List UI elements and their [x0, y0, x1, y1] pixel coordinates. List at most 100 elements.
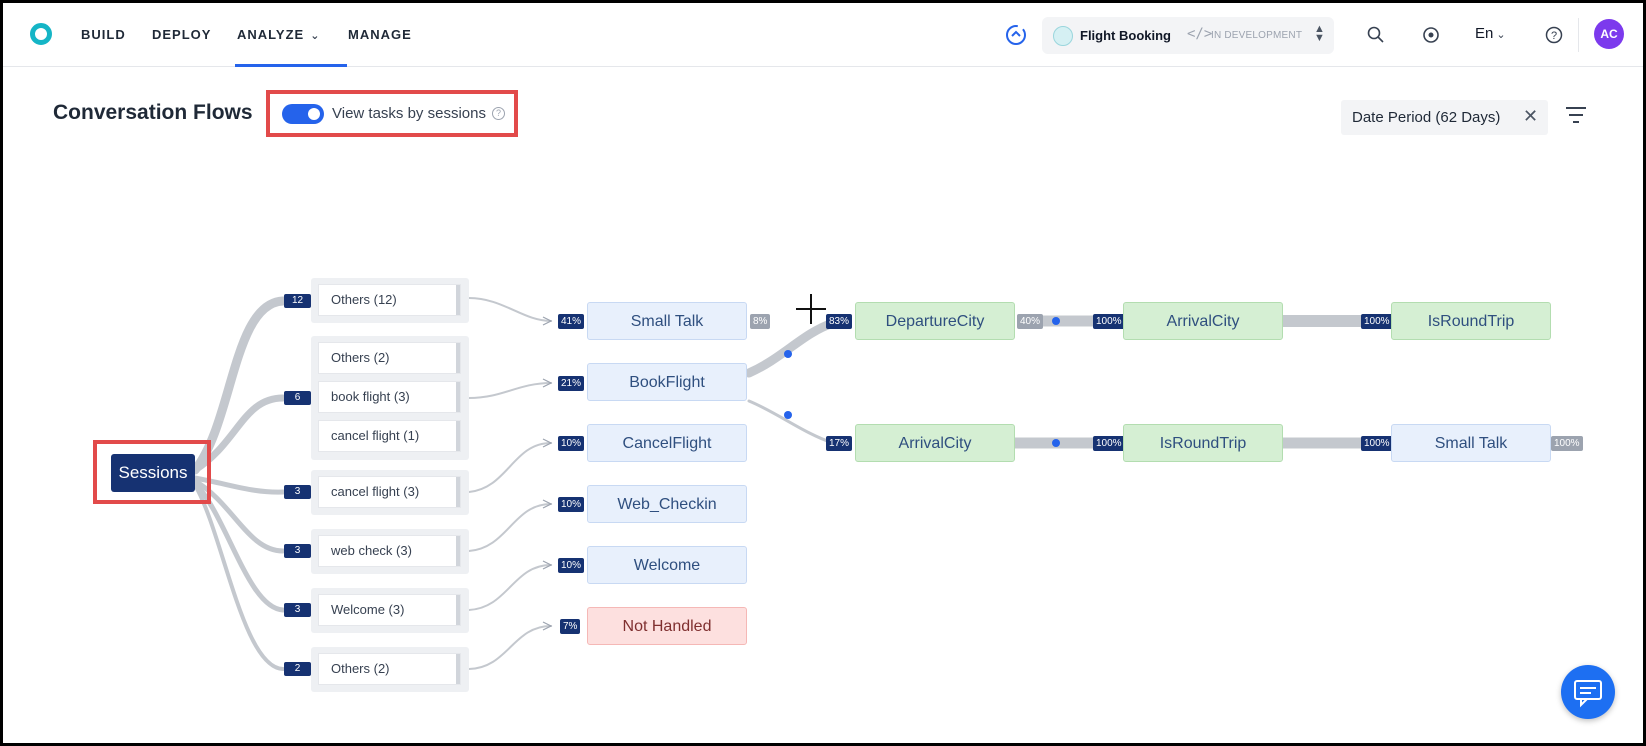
connector-sessions-group3: [192, 475, 286, 495]
intent-chip[interactable]: cancel flight (3): [319, 477, 460, 507]
language-selector[interactable]: En⌄: [1475, 25, 1506, 42]
task-node-welcome[interactable]: Welcome: [587, 546, 747, 584]
node-departurecity[interactable]: DepartureCity: [855, 302, 1015, 340]
publish-status-icon[interactable]: [1005, 24, 1027, 46]
date-period-label: Date Period (62 Days): [1352, 109, 1501, 126]
app-switcher[interactable]: Flight Booking </> IN DEVELOPMENT ▲▼: [1042, 17, 1334, 54]
intent-group-count: 3: [284, 485, 311, 499]
node-arrivalcity[interactable]: ArrivalCity: [1123, 302, 1283, 340]
connector-intent-nothandled: [468, 625, 552, 670]
chat-button[interactable]: [1561, 665, 1615, 719]
arrow-head-icon: [542, 378, 553, 388]
intent-group-count: 6: [284, 391, 311, 405]
flow-connectors: [190, 296, 1389, 671]
task-percent: 21%: [558, 376, 585, 391]
intent-group-count: 3: [284, 544, 311, 558]
arrow-head-icon: [542, 316, 553, 326]
connector-intent-welcome: [468, 564, 552, 611]
arrow-head-icon: [542, 560, 553, 570]
help-icon[interactable]: ?: [492, 107, 505, 120]
task-node-small-talk[interactable]: Small Talk: [587, 302, 747, 340]
path-dot[interactable]: [784, 350, 792, 358]
intent-chip[interactable]: web check (3): [319, 536, 460, 566]
svg-text:?: ?: [1551, 30, 1557, 42]
node-small-talk[interactable]: Small Talk: [1391, 424, 1551, 462]
path-dot[interactable]: [784, 411, 792, 419]
app-icon: [1053, 26, 1073, 46]
connector-intent-webcheckin: [468, 503, 552, 552]
node-isroundtrip-2[interactable]: IsRoundTrip: [1123, 424, 1283, 462]
connector-bookflight-arrival: [747, 399, 835, 445]
node-arrivalcity-2[interactable]: ArrivalCity: [855, 424, 1015, 462]
nav-analyze[interactable]: ANALYZE ⌄: [237, 27, 320, 42]
sessions-highlight: [93, 440, 211, 504]
intent-chip[interactable]: Welcome (3): [319, 595, 460, 625]
page-title: Conversation Flows: [53, 101, 253, 124]
arrow-head-icon: [542, 499, 553, 509]
connector-intent-smalltalk: [468, 297, 552, 322]
nav-manage[interactable]: MANAGE: [348, 27, 412, 42]
task-node-bookflight[interactable]: BookFlight: [587, 363, 747, 401]
avatar[interactable]: AC: [1594, 19, 1624, 49]
connector-intent-cancelflight: [468, 442, 552, 493]
view-by-sessions-toggle[interactable]: [282, 104, 324, 124]
task-node-cancelflight[interactable]: CancelFlight: [587, 424, 747, 462]
toggle-label: View tasks by sessions: [332, 105, 486, 122]
toggle-highlight: View tasks by sessions ?: [266, 90, 518, 137]
nav-deploy[interactable]: DEPLOY: [152, 27, 212, 42]
node-exit-percent: 100%: [1551, 436, 1583, 451]
sessions-node[interactable]: Sessions: [111, 454, 195, 492]
node-percent: 100%: [1361, 436, 1393, 451]
nav-active-indicator: [235, 64, 347, 67]
conversation-flow-diagram: Sessions 12 Others (12) 6 Others (2) boo…: [3, 3, 1643, 743]
node-percent: 100%: [1093, 436, 1125, 451]
app-status: IN DEVELOPMENT: [1211, 30, 1303, 41]
task-percent: 10%: [558, 497, 585, 512]
node-exit-percent: 40%: [1017, 314, 1044, 329]
arrow-head-icon: [542, 438, 553, 448]
path-dot[interactable]: [1052, 317, 1060, 325]
chevron-up-down-icon: ▲▼: [1314, 23, 1325, 44]
chat-icon: [1574, 680, 1602, 708]
date-period-chip[interactable]: Date Period (62 Days) ✕: [1341, 100, 1548, 135]
intent-chip[interactable]: Others (2): [319, 654, 460, 684]
node-percent: 100%: [1093, 314, 1125, 329]
app-frame: BUILD DEPLOY ANALYZE ⌄ MANAGE Flight Book…: [3, 3, 1643, 743]
close-icon[interactable]: ✕: [1523, 106, 1539, 126]
nav-analyze-label: ANALYZE: [237, 27, 305, 42]
task-percent: 41%: [558, 314, 585, 329]
task-percent: 10%: [558, 558, 585, 573]
connector-sessions-group4: [192, 478, 286, 554]
intent-chip[interactable]: cancel flight (1): [319, 421, 460, 451]
chevron-down-icon: ⌄: [310, 30, 321, 42]
task-node-not-handled[interactable]: Not Handled: [587, 607, 747, 645]
node-percent: 17%: [826, 436, 853, 451]
code-icon: </>: [1187, 26, 1213, 42]
target-icon[interactable]: [1421, 25, 1441, 45]
intent-chip[interactable]: Others (2): [319, 343, 460, 373]
intent-chip[interactable]: Others (12): [319, 285, 460, 315]
filter-icon[interactable]: [1565, 105, 1587, 125]
help-icon[interactable]: ?: [1544, 25, 1564, 45]
nav-divider: [1578, 18, 1579, 52]
task-node-web-checkin[interactable]: Web_Checkin: [587, 485, 747, 523]
connector-intent-bookflight: [468, 382, 552, 399]
intent-group-count: 12: [284, 294, 311, 308]
intent-chip[interactable]: book flight (3): [319, 382, 460, 412]
search-icon[interactable]: [1366, 25, 1386, 45]
task-percent: 10%: [558, 436, 585, 451]
connector-sessions-group5: [192, 480, 286, 613]
path-dot[interactable]: [1052, 439, 1060, 447]
node-percent: 100%: [1361, 314, 1393, 329]
top-nav: BUILD DEPLOY ANALYZE ⌄ MANAGE Flight Book…: [3, 3, 1643, 67]
task-exit-percent: 8%: [750, 314, 771, 329]
task-percent: 7%: [560, 619, 581, 634]
language-label: En: [1475, 25, 1494, 42]
chevron-down-icon: ⌄: [1496, 29, 1506, 41]
node-isroundtrip[interactable]: IsRoundTrip: [1391, 302, 1551, 340]
nav-build[interactable]: BUILD: [81, 27, 126, 42]
app-logo-icon[interactable]: [30, 23, 52, 45]
app-name: Flight Booking: [1080, 28, 1171, 43]
connector-sessions-group6: [193, 483, 285, 671]
intent-group-count: 2: [284, 662, 311, 676]
